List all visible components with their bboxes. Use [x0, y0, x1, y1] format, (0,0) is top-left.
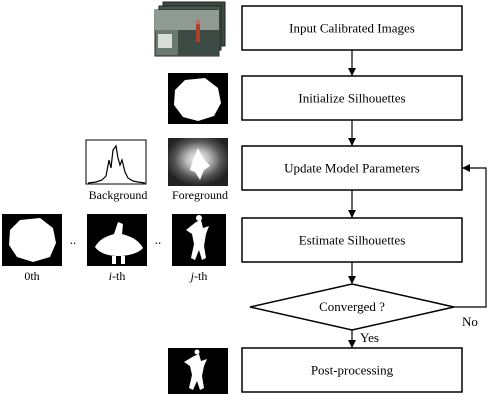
silhouette-j-th-label: j-th	[189, 269, 208, 283]
silhouette-j-th-thumbnail	[172, 214, 226, 266]
input-images-thumbnail	[155, 2, 225, 56]
svg-text:Estimate Silhouettes: Estimate Silhouettes	[299, 233, 406, 248]
step-input-calibrated-images: Input Calibrated Images	[242, 6, 462, 50]
background-label: Background	[89, 188, 148, 202]
silhouette-i-th-label: i-th	[109, 269, 126, 283]
silhouette-0th-thumbnail	[2, 214, 62, 266]
silhouette-i-th-thumbnail	[87, 214, 147, 266]
step-post-processing: Post-processing	[242, 348, 462, 392]
step-update-model-parameters: Update Model Parameters	[242, 146, 462, 190]
decision-converged: Converged ?	[250, 284, 454, 330]
svg-text:Post-processing: Post-processing	[311, 363, 394, 378]
post-processed-silhouette-thumbnail	[168, 348, 228, 394]
background-histogram	[86, 140, 146, 184]
silhouette-0th-label: 0th	[24, 269, 39, 283]
svg-text:Input Calibrated Images: Input Calibrated Images	[289, 21, 415, 36]
svg-text:Initialize Silhouettes: Initialize Silhouettes	[298, 91, 405, 106]
step-initialize-silhouettes: Initialize Silhouettes	[242, 76, 462, 120]
initial-silhouette-thumbnail	[168, 73, 228, 124]
foreground-model-image	[168, 138, 228, 186]
ellipsis-left: ..	[70, 232, 77, 247]
step-estimate-silhouettes: Estimate Silhouettes	[242, 218, 462, 262]
svg-text:Converged ?: Converged ?	[319, 299, 385, 314]
svg-text:Update Model Parameters: Update Model Parameters	[284, 161, 420, 176]
no-label: No	[462, 314, 478, 329]
foreground-label: Foreground	[172, 188, 228, 202]
yes-label: Yes	[360, 330, 379, 345]
ellipsis-right: ..	[155, 232, 162, 247]
